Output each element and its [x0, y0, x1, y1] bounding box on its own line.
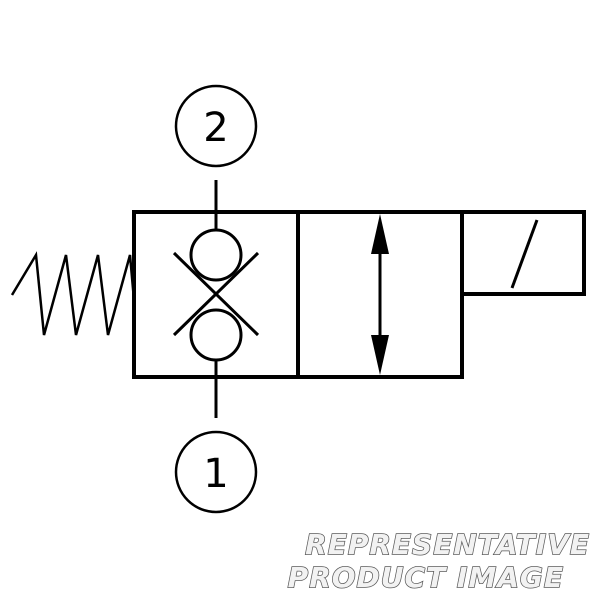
check-ball-upper [189, 228, 243, 282]
watermark-line-2: PRODUCT IMAGE [288, 561, 564, 594]
solenoid-actuator [460, 210, 586, 296]
check-ball-lower [189, 308, 243, 362]
flow-arrowhead-down [371, 335, 389, 375]
spring-symbol [10, 251, 136, 336]
port-1-label: 1 [203, 451, 228, 497]
port-1-circle [174, 430, 258, 514]
seat-line-b [172, 251, 260, 337]
solenoid-coil-slash [510, 219, 539, 289]
port-2-label: 2 [203, 105, 228, 151]
flow-arrowhead-up [371, 214, 389, 254]
port-2-circle [174, 84, 258, 168]
watermark-line-1: REPRESENTATIVE [305, 528, 590, 561]
